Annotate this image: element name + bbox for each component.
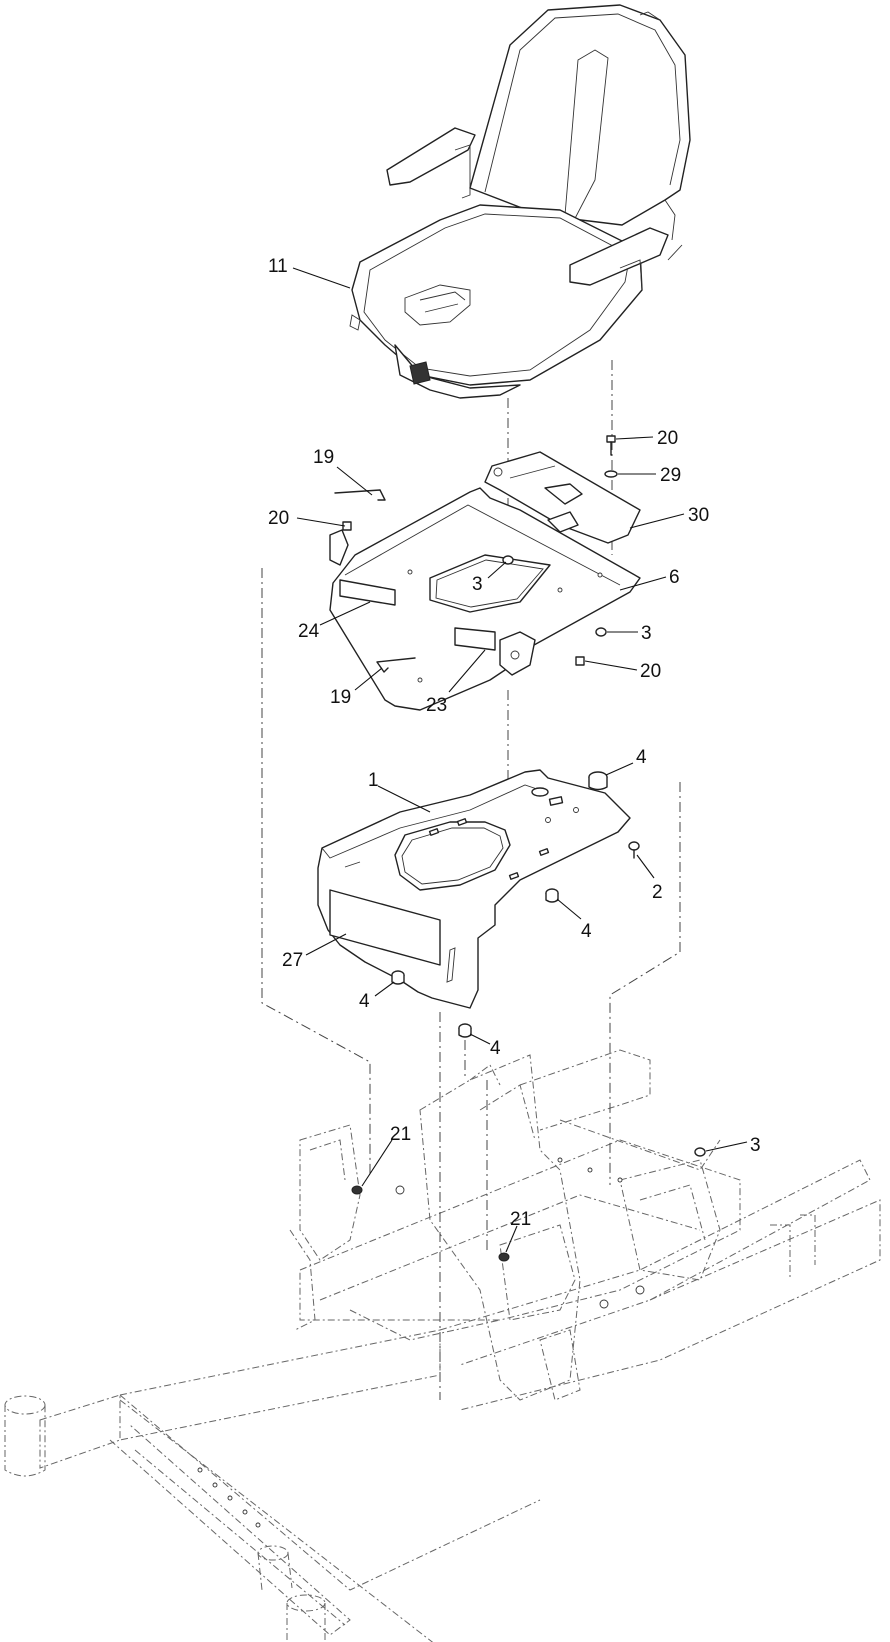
- callout-6: 6: [669, 567, 680, 588]
- callout-3-frame: 3: [750, 1135, 761, 1156]
- leader-lines: [292, 267, 748, 1253]
- callout-20-upper-right: 20: [657, 428, 678, 449]
- callout-4-bottom: 4: [490, 1038, 501, 1059]
- callout-29: 29: [660, 465, 681, 486]
- callout-labels: 11 19 20 29 30 20 3 6 24 3 20 19 23 4 1 …: [268, 256, 761, 1230]
- callout-2: 2: [652, 882, 663, 903]
- callout-3-center: 3: [472, 574, 483, 595]
- callout-4-left: 4: [359, 991, 370, 1012]
- callout-21-center: 21: [510, 1209, 531, 1230]
- callout-20-upper-left: 20: [268, 508, 289, 529]
- seat-suspension-plate-part-6: [329, 487, 641, 711]
- callout-27: 27: [282, 950, 303, 971]
- callout-30: 30: [688, 505, 709, 526]
- seat-mount-plate-part-1: [317, 769, 631, 1009]
- mower-frame: [4, 1049, 881, 1642]
- callout-19-upper: 19: [313, 447, 334, 468]
- callout-11: 11: [268, 256, 288, 277]
- callout-19-lower: 19: [330, 687, 351, 708]
- callout-3-right: 3: [641, 623, 652, 644]
- callout-4-right: 4: [581, 921, 592, 942]
- callout-21-left: 21: [390, 1124, 411, 1145]
- callout-23: 23: [426, 695, 447, 716]
- seat-assembly-part-11: [349, 4, 691, 399]
- callout-1: 1: [368, 770, 379, 791]
- frame-holes: [197, 1157, 645, 1528]
- callout-4-top: 4: [636, 747, 647, 768]
- callout-20-lower: 20: [640, 661, 661, 682]
- seat-slide-plate-part-30: [484, 451, 641, 544]
- callout-24: 24: [298, 621, 320, 642]
